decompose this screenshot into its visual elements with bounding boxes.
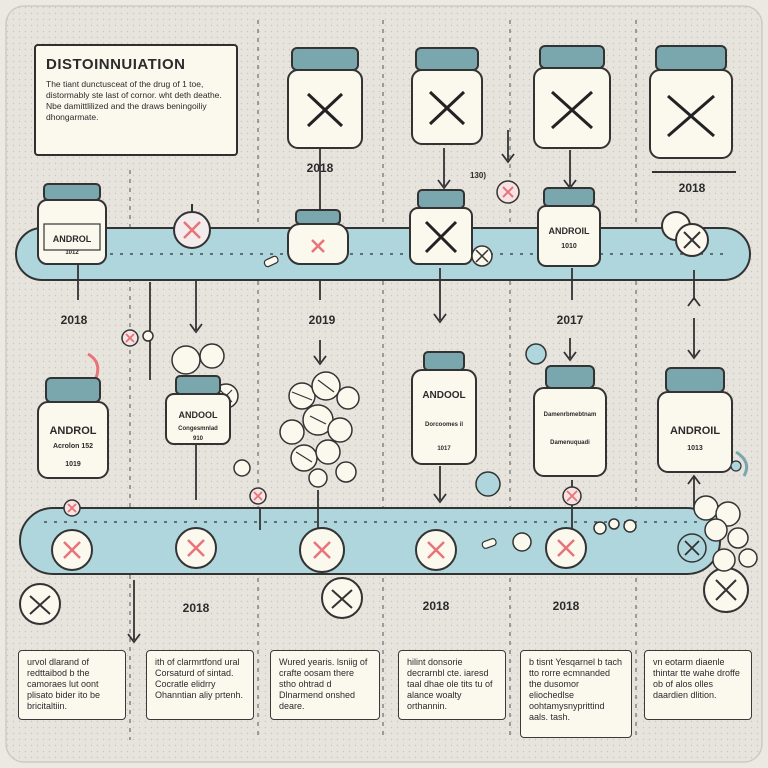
x-circle-icon — [51, 529, 93, 571]
bottle-label-name: ANDROIL — [670, 425, 720, 437]
x-circle-icon — [321, 577, 363, 619]
year-label-mid-col3: 2019 — [309, 313, 336, 327]
bottle-label-sub: Dorcoomes il — [425, 422, 463, 428]
bottle-androil-mid — [657, 367, 749, 477]
x-circle-icon — [19, 583, 61, 625]
title-box: DISTOINNUIATION The tiant dunctusceat of… — [34, 44, 238, 156]
bottle-andool-mid-col4 — [411, 351, 477, 465]
bubble — [525, 343, 547, 365]
note-card-1: urvol dlarand of redttaibod b the camora… — [18, 650, 126, 720]
x-mark-icon — [550, 90, 594, 130]
small-tag-label: 130) — [470, 171, 486, 180]
year-label-bot-col2: 2018 — [183, 601, 210, 615]
top-bottle-2 — [411, 47, 483, 145]
x-mark-icon — [306, 92, 344, 128]
x-circle-icon — [249, 487, 267, 505]
bottle-andool-mid-col2 — [165, 343, 239, 445]
pill-cluster — [512, 495, 758, 572]
bottle-label-sub: Acrolon 152 — [53, 443, 93, 450]
note-card-2: ith of clarmrtfond ural Corsaturd of sin… — [146, 650, 254, 720]
bottle-label-sub: Congesmnlad — [178, 426, 218, 432]
year-label-mid-col5: 2017 — [557, 313, 584, 327]
bottle-label-year: 910 — [193, 436, 204, 442]
bottle-label-name: Damenrbmebtnam — [544, 412, 597, 418]
bottle-label-name: ANDOOL — [422, 390, 465, 401]
bottle-label-name: ANDROL — [49, 425, 96, 437]
note-card-6: vn eotarm diaenle thintar tte wahe droff… — [644, 650, 752, 720]
x-circle-icon — [63, 499, 81, 517]
year-label-mid-col1: 2018 — [61, 313, 88, 327]
x-mark-icon — [428, 90, 466, 126]
x-circle-icon — [545, 527, 587, 569]
x-circle-icon — [175, 527, 217, 569]
bottle-x-upper-col4 — [409, 189, 473, 265]
column-dividers — [129, 20, 637, 740]
bottle-generic-mid-col5 — [533, 365, 607, 477]
bottle-label-year: 1017 — [437, 446, 451, 452]
pill-icon — [481, 538, 497, 549]
x-circle-icon — [299, 527, 345, 573]
bubble — [233, 459, 251, 477]
year-label-top-col6: 2018 — [679, 181, 706, 195]
x-circle-icon — [677, 533, 707, 563]
title-description: The tiant dunctusceat of the drug of 1 t… — [46, 79, 222, 122]
x-mark-icon — [667, 94, 715, 138]
bottle-label-name: ANDROL — [53, 234, 92, 244]
x-circle-icon — [562, 486, 582, 506]
bottle-label-sub: Damenuquadi — [550, 440, 590, 446]
bottle-x-upper-col3 — [287, 209, 349, 265]
bottle-label-sub: 1012 — [65, 250, 79, 256]
x-circle-icon — [471, 245, 493, 267]
x-circle-icon — [173, 204, 211, 249]
bottle-label-sub: 1010 — [561, 243, 577, 250]
x-circle-icon — [661, 211, 709, 257]
year-label-bot-col4: 2018 — [423, 599, 450, 613]
x-circle-icon — [496, 180, 520, 204]
top-bottle-1 — [287, 47, 363, 149]
top-bottle-4 — [649, 45, 733, 159]
pill-pile — [279, 371, 360, 488]
x-circle-icon — [121, 329, 154, 347]
year-label-top-col3: 2018 — [307, 161, 334, 175]
note-card-3: Wured yearis. lsniig of crafte oosam the… — [270, 650, 380, 720]
bottle-label-sub: 1013 — [687, 445, 703, 452]
year-label-bot-col5: 2018 — [553, 599, 580, 613]
bottle-label-name: ANDROIL — [549, 226, 590, 236]
bottle-label-year: 1019 — [65, 461, 81, 468]
note-card-4: hilint donsorie decrarnbl cte. iaresd ta… — [398, 650, 506, 720]
bottle-label-name: ANDOOL — [179, 410, 218, 420]
pink-swoosh — [87, 352, 100, 379]
x-circle-icon — [703, 567, 749, 613]
bottle-androl-mid — [37, 377, 109, 479]
bottle-androl-upper — [37, 183, 107, 265]
bottle-androil-upper — [537, 187, 601, 267]
pill-icon — [263, 255, 279, 268]
top-bottle-3 — [533, 45, 611, 149]
x-circle-icon — [415, 529, 457, 571]
note-card-5: b tisnt Yesqarnel b tach tto rorre ecmna… — [520, 650, 632, 738]
lower-timeline-track — [19, 507, 721, 575]
bubble — [475, 471, 501, 497]
page-title: DISTOINNUIATION — [46, 56, 186, 73]
